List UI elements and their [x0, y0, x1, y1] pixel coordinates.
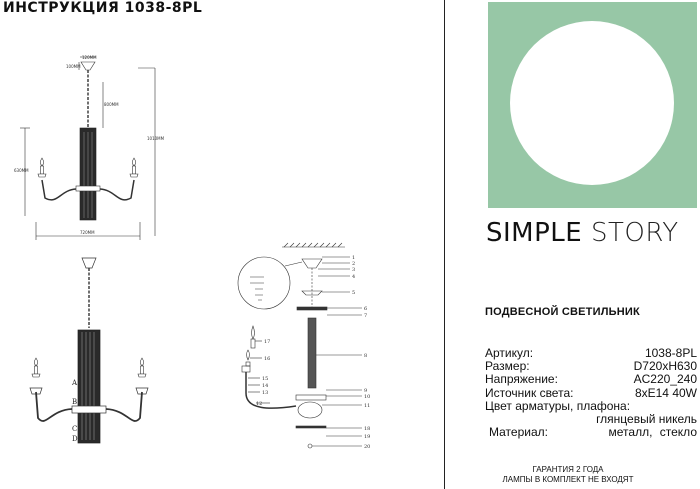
part-number: 14: [262, 383, 268, 389]
part-number: 12: [256, 401, 262, 407]
exploded-view: [237, 242, 362, 449]
spec-value: AC220_240: [633, 372, 697, 387]
dim-label: 100MM: [66, 64, 81, 69]
brand-logo: SIMPLE STORY: [486, 218, 679, 248]
part-number: 11: [364, 403, 370, 409]
spec-row-article: Артикул: 1038-8PL: [485, 346, 697, 360]
globe-shade: [510, 21, 674, 185]
spec-row-color-value: глянцевый никель: [485, 412, 697, 427]
spec-value: D720xH630: [633, 359, 697, 374]
spec-value: 8xE14 40W: [634, 385, 697, 400]
assembly-diagram: 120MM 100MM 800MM 1010MM 630MM 720MM A B…: [14, 55, 370, 450]
part-number: 5: [352, 290, 355, 296]
warranty-line2: ЛАМПЫ В КОМПЛЕКТ НЕ ВХОДЯТ: [502, 475, 634, 484]
warranty-note: ГАРАНТИЯ 2 ГОДА ЛАМПЫ В КОМПЛЕКТ НЕ ВХОД…: [483, 465, 653, 485]
dim-label: 120MM: [82, 55, 97, 60]
part-number: 6: [364, 306, 367, 312]
part-numbers: 1 2 3 4 5 6 7 8 9 10 11 12 13 14 15 16 1…: [256, 255, 370, 450]
part-number: 2: [352, 261, 355, 267]
dimension-drawing: [20, 56, 156, 240]
spec-row-light: Источник света: 8xE14 40W: [485, 385, 697, 400]
spec-value: металл, стекло: [608, 425, 697, 440]
part-number: 1: [352, 255, 355, 261]
part-number: 15: [262, 376, 268, 382]
dim-label: 630MM: [14, 168, 29, 173]
vertical-divider: [444, 0, 445, 489]
spec-label: Материал:: [489, 425, 548, 440]
letter-label: A: [71, 379, 78, 387]
dim-label: 720MM: [80, 230, 95, 235]
part-number: 19: [364, 434, 370, 440]
part-number: 13: [262, 390, 268, 396]
part-number: 18: [364, 426, 370, 432]
dim-label: 800MM: [104, 102, 119, 107]
spec-label: Источник света:: [485, 385, 574, 400]
part-number: 16: [264, 356, 270, 362]
spec-value: глянцевый никель: [596, 412, 697, 427]
product-type: ПОДВЕСНОЙ СВЕТИЛЬНИК: [485, 306, 640, 318]
letter-label: B: [72, 398, 77, 406]
warranty-line1: ГАРАНТИЯ 2 ГОДА: [532, 465, 604, 474]
spec-label: Напряжение:: [485, 372, 558, 387]
spec-label: Цвет арматуры, плафона:: [485, 398, 631, 413]
letter-label: D: [72, 435, 78, 443]
chandelier-drawing: [29, 257, 149, 444]
spec-value: 1038-8PL: [644, 346, 697, 360]
part-number: 9: [364, 388, 367, 394]
spec-label: Размер:: [485, 359, 530, 374]
part-number: 17: [264, 339, 270, 345]
part-number: 3: [352, 267, 355, 273]
part-number: 7: [364, 313, 367, 319]
spec-row-voltage: Напряжение: AC220_240: [485, 373, 697, 386]
part-number: 8: [364, 353, 367, 359]
spec-row-size: Размер: D720xH630: [485, 360, 697, 373]
page-title: ИНСТРУКЦИЯ 1038-8PL: [3, 0, 203, 16]
candle-bulb-left-icon: [31, 357, 41, 378]
spec-label: Артикул:: [485, 346, 534, 360]
spec-row-color: Цвет арматуры, плафона:: [485, 398, 697, 413]
candle-bulb-left-icon: [37, 157, 47, 178]
dim-label: 1010MM: [147, 136, 165, 141]
assembly-letters: A B C D: [71, 379, 78, 443]
part-number: 4: [352, 274, 355, 280]
specs-table: Артикул: 1038-8PL Размер: D720xH630 Напр…: [485, 346, 697, 439]
dimension-labels: 120MM 100MM 800MM 1010MM 630MM 720MM: [14, 55, 165, 235]
candle-bulb-right-icon: [129, 157, 139, 178]
part-number: 20: [364, 444, 370, 450]
brand-part1: SIMPLE: [486, 218, 583, 248]
spec-row-material: Материал: металл, стекло: [485, 426, 697, 439]
candle-bulb-right-icon: [137, 357, 147, 378]
letter-label: C: [72, 425, 77, 433]
brand-part2: STORY: [590, 218, 679, 248]
part-number: 10: [364, 394, 370, 400]
